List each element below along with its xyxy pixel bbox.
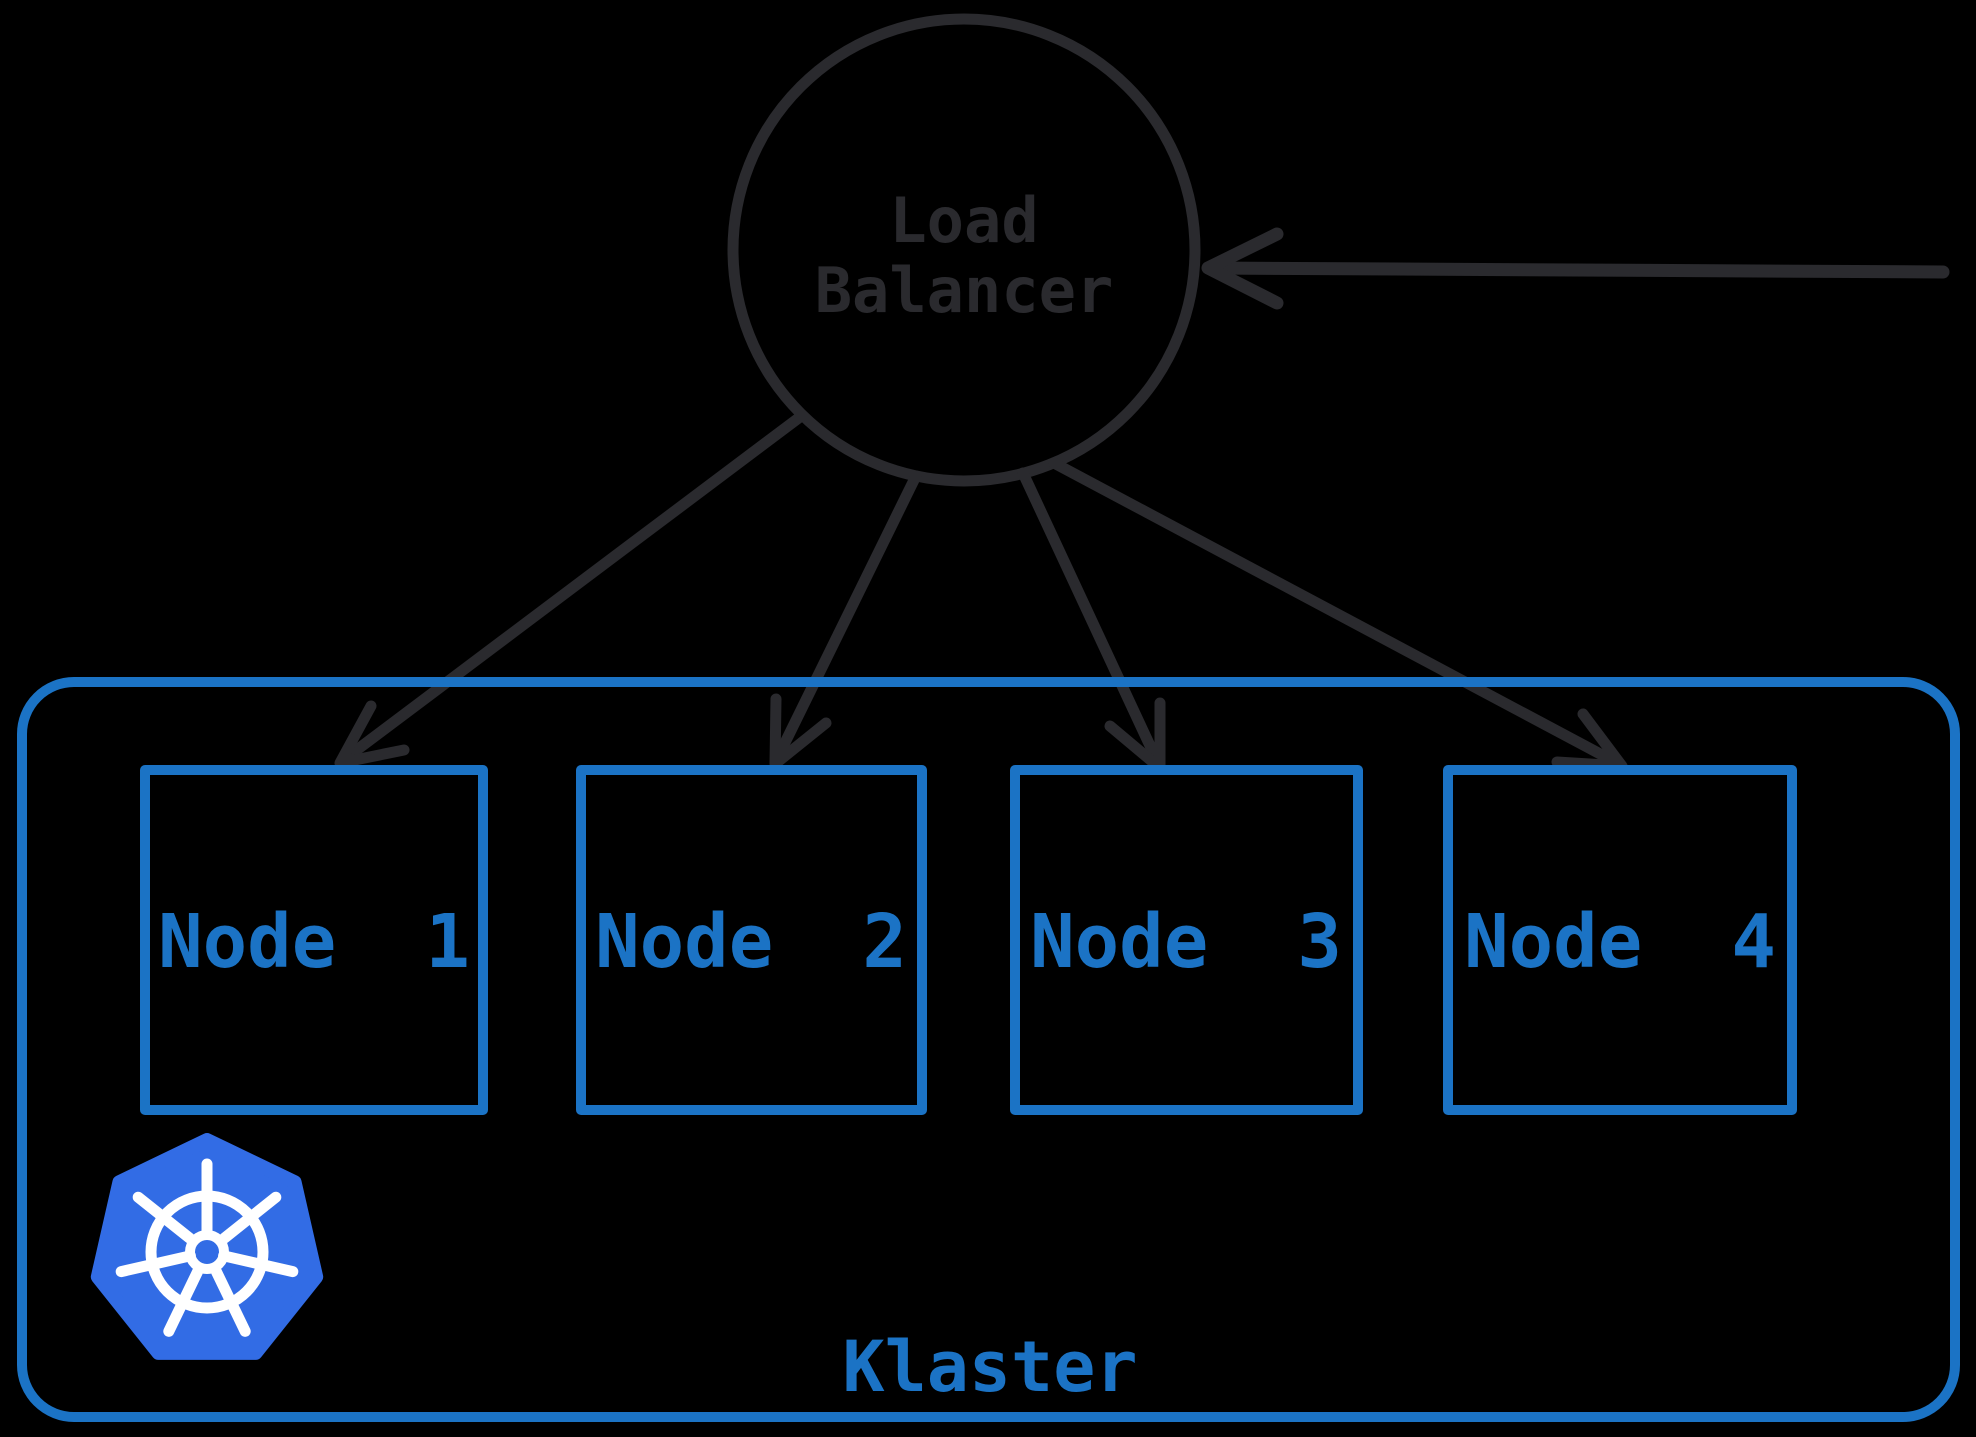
lb-to-node-1-arrowhead-icon [334, 700, 410, 769]
node-2-label: Node 2 [595, 899, 907, 985]
node-1-label: Node 1 [158, 899, 470, 985]
node-4-box [1443, 765, 1797, 1115]
lb-to-node-1-arrow-shaft [336, 411, 806, 767]
lb-to-node-2-arrowhead-icon [769, 693, 832, 770]
load-balancer-label-line2: Balancer [815, 254, 1114, 327]
cluster-label: Klaster [842, 1326, 1137, 1408]
node-4-label: Node 4 [1464, 899, 1776, 985]
incoming-traffic-arrow-shaft [1203, 261, 1950, 279]
lb-to-node-3-arrow-shaft [1017, 467, 1165, 771]
lb-to-node-3-arrow [1017, 467, 1166, 774]
node-1-box [140, 765, 488, 1115]
incoming-traffic-arrowhead-icon [1201, 227, 1284, 310]
kubernetes-wheel-spokes [115, 1158, 299, 1337]
incoming-traffic-arrow [1201, 227, 1950, 310]
lb-to-node-4-arrow-shaft [1048, 457, 1625, 770]
kubernetes-icon [90, 1133, 324, 1360]
kubernetes-heptagon [90, 1133, 324, 1360]
lb-to-node-2-arrow [769, 470, 922, 770]
node-3-label: Node 3 [1030, 899, 1342, 985]
load-balancer-label-line1: Load [889, 184, 1038, 257]
lb-to-node-1-arrow [334, 411, 806, 769]
cluster-container [17, 677, 1960, 1422]
load-balancer-circle [727, 13, 1201, 487]
node-3-box [1010, 765, 1363, 1115]
lb-to-node-2-arrow-shaft [770, 470, 922, 767]
node-2-box [576, 765, 927, 1115]
